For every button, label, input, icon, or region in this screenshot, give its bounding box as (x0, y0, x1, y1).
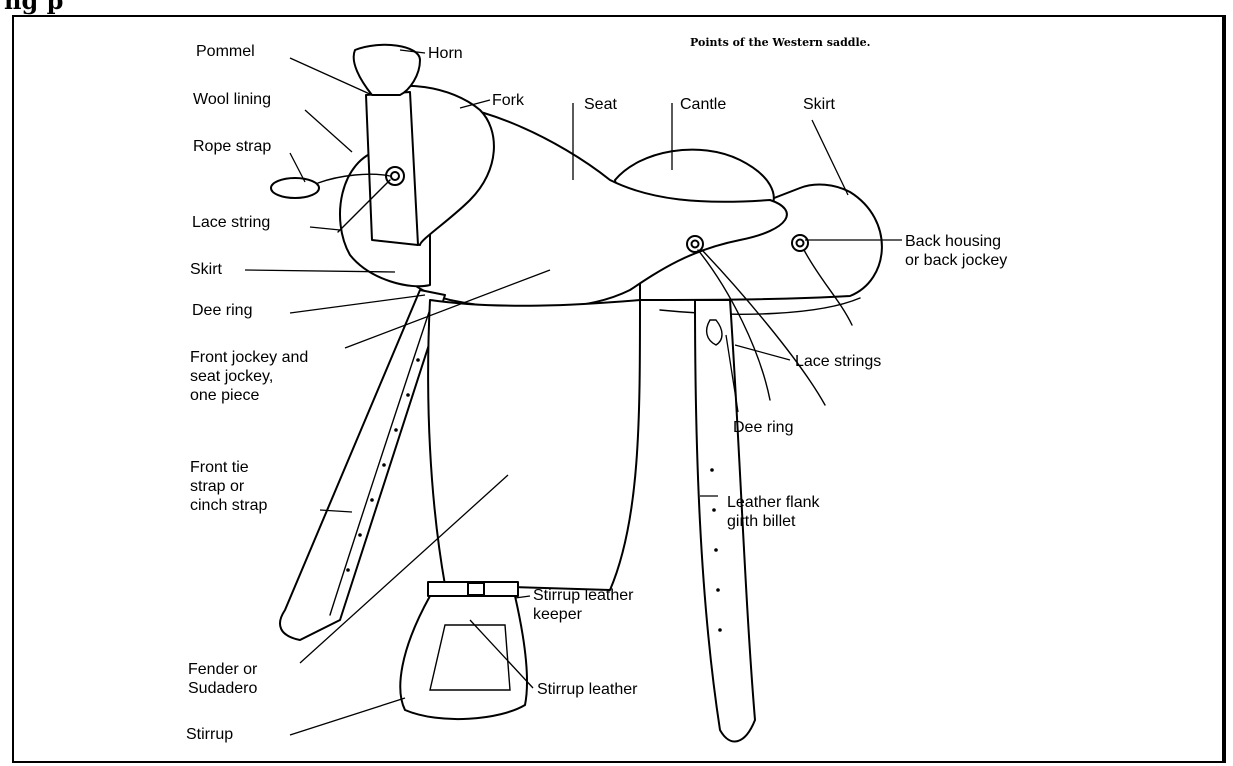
label-skirt-front: Skirt (190, 260, 222, 279)
label-cantle: Cantle (680, 95, 726, 114)
fender-shape (428, 300, 640, 590)
horn-shape (354, 45, 420, 95)
label-front-jockey: Front jockey and seat jockey, one piece (190, 348, 308, 405)
label-wool-lining: Wool lining (193, 90, 271, 109)
label-leather-flank: Leather flank girth billet (727, 493, 820, 531)
label-seat: Seat (584, 95, 617, 114)
label-rope-strap: Rope strap (193, 137, 271, 156)
rope-strap-loop (271, 178, 319, 198)
label-lace-strings: Lace strings (795, 352, 881, 371)
label-stirrup: Stirrup (186, 725, 233, 744)
label-stirrup-leather: Stirrup leather (537, 680, 638, 699)
label-fender: Fender or Sudadero (188, 660, 257, 698)
label-horn: Horn (428, 44, 463, 63)
label-front-tie: Front tie strap or cinch strap (190, 458, 267, 515)
label-pommel: Pommel (196, 42, 255, 61)
label-dee-ring-rear: Dee ring (733, 418, 793, 437)
label-lace-string: Lace string (192, 213, 270, 232)
label-stirrup-keeper: Stirrup leather keeper (533, 586, 634, 624)
label-fork: Fork (492, 91, 524, 110)
label-dee-ring-front: Dee ring (192, 301, 252, 320)
label-back-housing: Back housing or back jockey (905, 232, 1007, 270)
label-skirt-back: Skirt (803, 95, 835, 114)
front-tie-strap (280, 290, 445, 640)
